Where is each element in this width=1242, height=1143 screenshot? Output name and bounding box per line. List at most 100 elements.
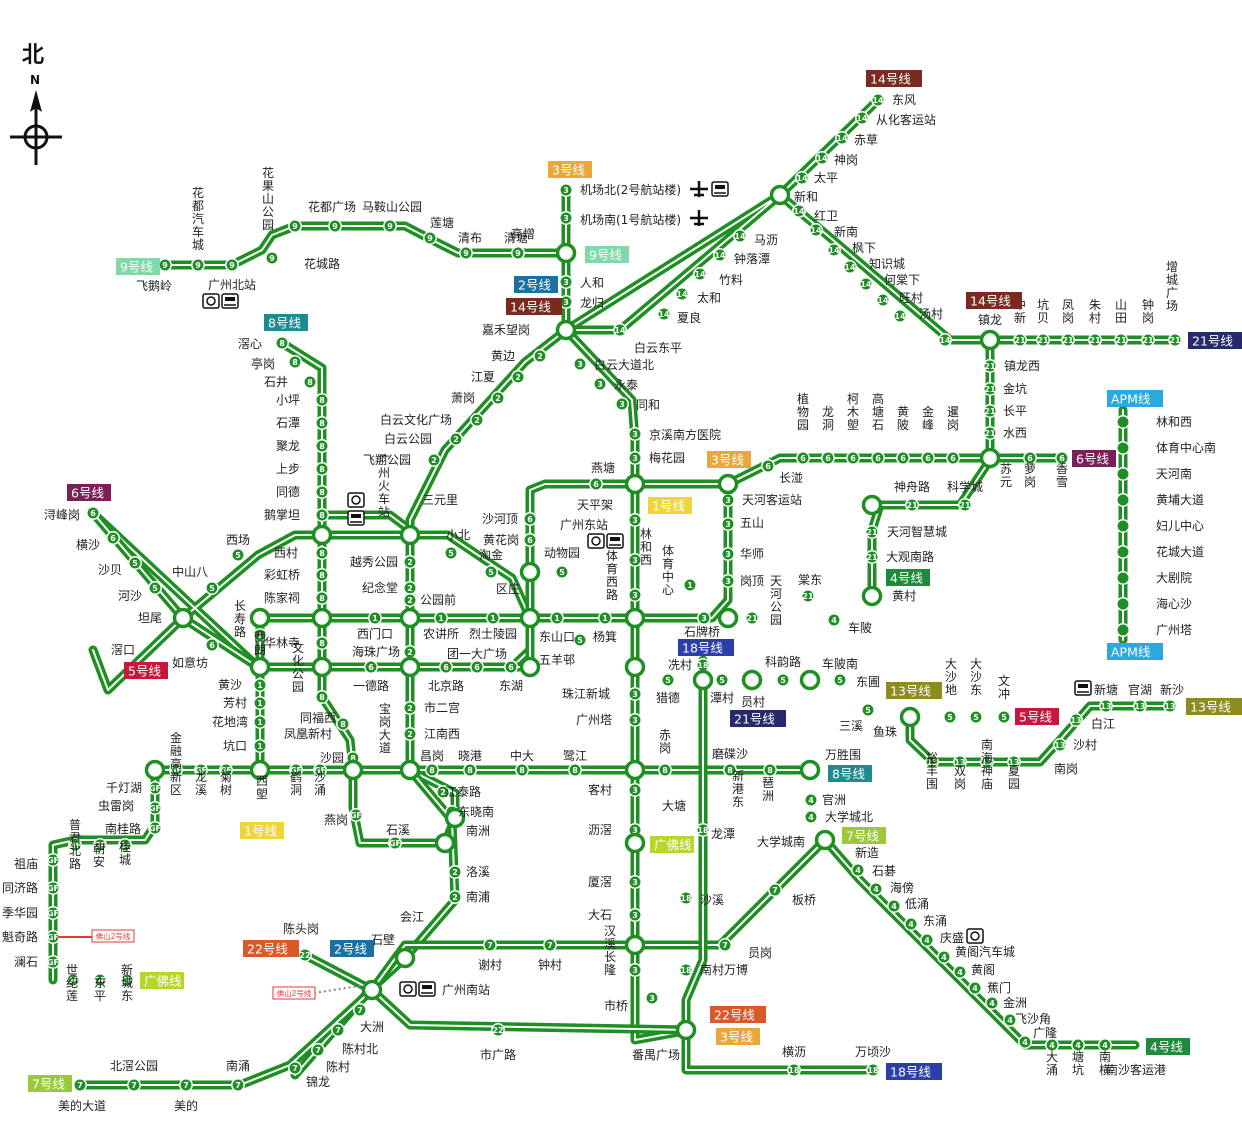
station-marker-18[interactable]: 18 [679,963,693,977]
line-tag-t6a[interactable]: 6号线 [67,484,111,501]
line-tag-t7b[interactable]: 7号线 [28,1075,72,1092]
line-tag-t9b[interactable]: 9号线 [585,246,629,263]
transfer-hub[interactable] [249,656,271,678]
station-marker-5[interactable]: 5 [444,546,458,560]
station-marker-14[interactable]: 14 [795,171,809,185]
station-marker-21[interactable]: 21 [958,498,972,512]
station-marker-2[interactable]: 2 [533,349,547,363]
station-marker-21[interactable]: 21 [1088,333,1102,347]
transfer-hub[interactable] [249,759,271,781]
station-marker-3[interactable]: 3 [615,397,629,411]
station-marker-18[interactable]: 18 [696,658,710,672]
station-marker-21[interactable]: 21 [983,404,997,418]
station-marker-9[interactable]: 9 [191,258,205,272]
line-tag-t21b[interactable]: 21号线 [730,710,786,727]
station-marker-22[interactable]: 22 [491,1023,505,1037]
station-marker-GF[interactable]: GF [219,763,233,777]
station-marker-14[interactable]: 14 [835,131,849,145]
line-tag-t1b[interactable]: 1号线 [240,822,284,839]
station-marker-14[interactable]: 14 [843,260,857,274]
station-marker-3[interactable]: 3 [697,611,711,625]
station-marker-14[interactable]: 14 [827,243,841,257]
line-tag-t7a[interactable]: 7号线 [842,827,886,844]
transfer-hub[interactable] [249,607,271,629]
station-marker-21[interactable]: 21 [1013,333,1027,347]
station-marker-21[interactable]: 21 [905,498,919,512]
station-marker-3[interactable]: 3 [628,588,642,602]
station-marker-4[interactable]: 4 [1098,1038,1112,1052]
station-marker-13[interactable]: 13 [1053,738,1067,752]
station-marker-4[interactable]: 4 [804,793,818,807]
station-marker-8[interactable]: 8 [463,763,477,777]
line-tag-t14a[interactable]: 14号线 [866,70,922,87]
station-marker-13[interactable]: 13 [1099,699,1113,713]
station-marker-1[interactable]: 1 [253,715,267,729]
station-marker-6[interactable]: 6 [1023,451,1037,465]
station-marker-6[interactable]: 6 [439,660,453,674]
station-marker-21[interactable]: 21 [1114,333,1128,347]
line-tag-tAPMb[interactable]: APM线 [1107,643,1163,660]
station-marker-APM[interactable] [1116,467,1130,481]
station-marker-APM[interactable] [1116,597,1130,611]
station-marker-5[interactable]: 5 [997,710,1011,724]
line-tag-t14b[interactable]: 14号线 [506,298,562,315]
line-tag-t2a[interactable]: 2号线 [514,276,558,293]
station-marker-3[interactable]: 3 [573,357,587,371]
station-marker-6[interactable]: 6 [86,506,100,520]
station-marker-14[interactable]: 14 [713,248,727,262]
station-marker-21[interactable]: 21 [1168,333,1182,347]
station-marker-6[interactable]: 6 [761,459,775,473]
station-marker-9[interactable]: 9 [459,246,473,260]
station-marker-7[interactable]: 7 [179,1078,193,1092]
transfer-hub[interactable] [624,607,646,629]
station-marker-5[interactable]: 5 [861,703,875,717]
station-marker-8[interactable]: 8 [515,763,529,777]
transfer-hub[interactable] [769,184,791,206]
station-marker-GF[interactable]: GF [93,973,107,987]
station-marker-APM[interactable] [1116,545,1130,559]
station-marker-APM[interactable] [1116,623,1130,637]
station-marker-GF[interactable]: GF [148,821,162,835]
station-marker-GF[interactable]: GF [46,930,60,944]
transfer-hub[interactable] [399,524,421,546]
station-marker-13[interactable]: 13 [1163,699,1177,713]
station-marker-APM[interactable] [1116,571,1130,585]
station-marker-3[interactable]: 3 [628,783,642,797]
station-marker-6[interactable]: 6 [946,451,960,465]
station-marker-14[interactable]: 14 [876,293,890,307]
station-marker-3[interactable]: 3 [645,991,659,1005]
station-marker-14[interactable]: 14 [809,223,823,237]
station-marker-3[interactable]: 3 [628,513,642,527]
station-marker-8[interactable]: 8 [315,439,329,453]
station-marker-6[interactable]: 6 [523,533,537,547]
station-marker-3[interactable]: 3 [559,211,573,225]
station-marker-APM[interactable] [1116,493,1130,507]
station-marker-GF[interactable]: GF [46,955,60,969]
station-marker-9[interactable]: 9 [288,219,302,233]
line-tag-t8a[interactable]: 8号线 [264,314,308,331]
station-marker-14[interactable]: 14 [792,204,806,218]
station-marker-1[interactable]: 1 [486,611,500,625]
station-marker-3[interactable]: 3 [628,427,642,441]
transfer-hub[interactable] [399,607,421,629]
transfer-hub[interactable] [144,759,166,781]
station-marker-7[interactable]: 7 [718,938,732,952]
transfer-hub[interactable] [519,561,541,583]
station-marker-18[interactable]: 18 [696,823,710,837]
station-marker-GF[interactable]: GF [46,853,60,867]
transfer-hub[interactable] [624,832,646,854]
station-marker-GF[interactable]: GF [388,836,402,850]
station-marker-4[interactable]: 4 [887,899,901,913]
station-marker-8[interactable]: 8 [315,591,329,605]
station-marker-14[interactable]: 14 [855,111,869,125]
transfer-hub[interactable] [394,947,416,969]
station-marker-1[interactable]: 1 [368,611,382,625]
station-marker-6[interactable]: 6 [896,451,910,465]
line-tag-t1a[interactable]: 1号线 [648,497,692,514]
station-marker-3[interactable]: 3 [628,687,642,701]
station-marker-6[interactable]: 6 [921,451,935,465]
station-marker-2[interactable]: 2 [403,581,417,595]
station-marker-21[interactable]: 21 [865,525,879,539]
station-marker-1[interactable]: 1 [598,611,612,625]
station-marker-2[interactable]: 2 [449,432,463,446]
